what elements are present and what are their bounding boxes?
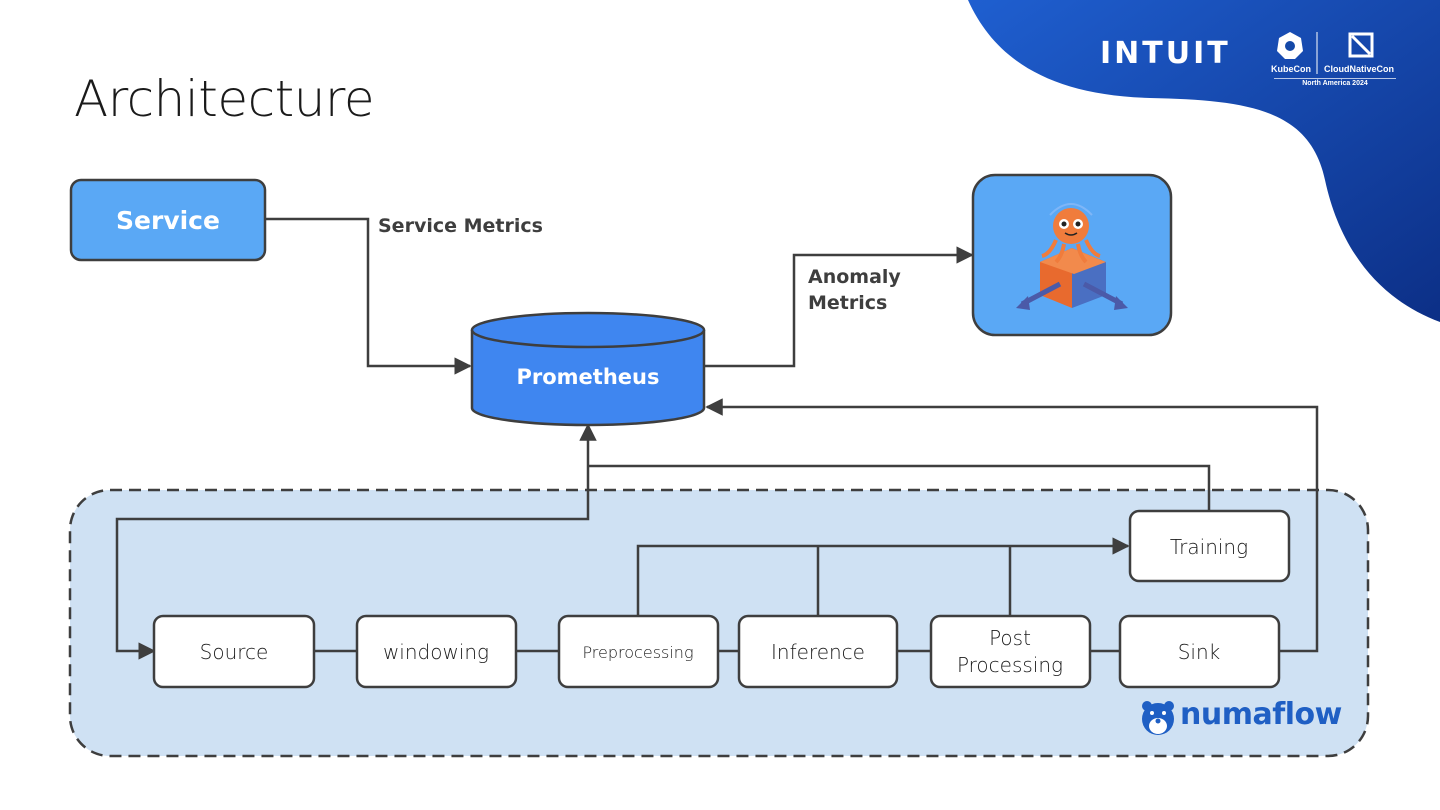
anomaly-metrics-label-line2: Metrics (808, 292, 887, 314)
windowing-label: windowing (383, 640, 489, 664)
windowing-node (355, 614, 518, 689)
source-node (152, 614, 316, 689)
kubecon-label: KubeCon (1271, 64, 1311, 74)
numaflow-logo-text: numaflow (1180, 697, 1342, 732)
inference-label: Inference (771, 640, 865, 664)
inference-node (737, 614, 899, 689)
training-bus-edge (636, 537, 1130, 616)
post-processing-node (929, 614, 1092, 689)
post-processing-label-line1: Post (989, 626, 1031, 650)
intuit-logo: INTUIT (1100, 36, 1231, 71)
numaflow-bear-icon (1142, 701, 1174, 735)
service-metrics-label: Service Metrics (378, 215, 543, 237)
service-label: Service (116, 206, 220, 235)
service-metrics-edge (265, 217, 472, 375)
sink-to-prometheus-edge (705, 398, 1319, 653)
cloudnativecon-icon (1348, 32, 1374, 58)
anomaly-metrics-edge (705, 246, 974, 368)
source-label: Source (200, 640, 269, 664)
brand-background-shape (968, 0, 1440, 322)
slide-title: Architecture (74, 70, 375, 128)
cloudnativecon-label: CloudNativeCon (1324, 64, 1395, 74)
service-node (69, 178, 267, 262)
training-node (1128, 509, 1291, 583)
prometheus-label: Prometheus (517, 365, 660, 389)
connectors (115, 217, 1319, 660)
anomaly-metrics-label-line1: Anomaly (808, 266, 901, 288)
training-label: Training (1170, 535, 1248, 559)
argo-rollouts-octopus-icon (1016, 203, 1128, 310)
preprocessing-label: Preprocessing (582, 643, 693, 662)
prometheus-node: Prometheus (470, 311, 706, 427)
kubecon-helm-icon (1277, 32, 1303, 59)
prometheus-feed-source-edge (115, 466, 590, 660)
training-to-prometheus-edge (588, 464, 1211, 511)
conference-subtitle: North America 2024 (1274, 78, 1396, 87)
post-processing-label-line2: Processing (957, 653, 1063, 677)
sink-node (1118, 614, 1281, 689)
sink-label: Sink (1178, 640, 1221, 664)
preprocessing-node (557, 614, 720, 689)
